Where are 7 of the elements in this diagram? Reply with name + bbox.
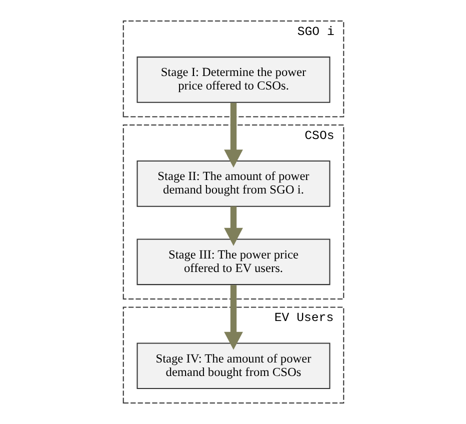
node-box: Stage IV: The amount of power demand bought from CSOs (136, 342, 330, 390)
node-box: Stage III: The power price offered to EV users. (136, 238, 330, 286)
arrow (224, 206, 242, 246)
arrow (224, 102, 242, 168)
node-box: Stage II: The amount of power demand bought from SGO i. (136, 160, 330, 207)
node-box: Stage I: Determine the power price offered to CSOs. (136, 56, 330, 103)
arrow (224, 285, 242, 350)
